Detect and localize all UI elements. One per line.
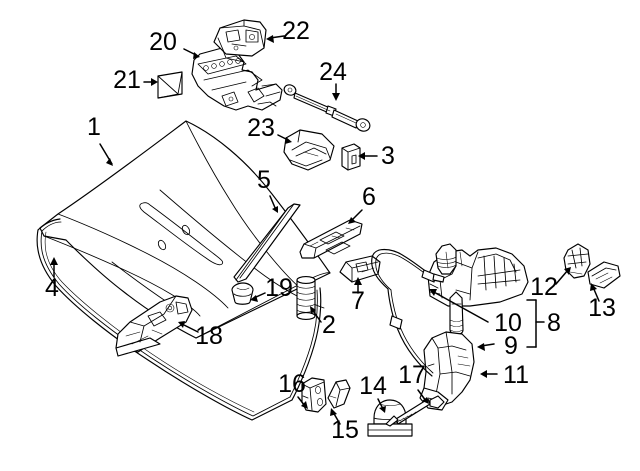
callout-number-10: 10 — [494, 309, 522, 337]
callout-number-23: 23 — [247, 114, 275, 142]
callout-number-14: 14 — [359, 372, 387, 400]
callout-number-4: 4 — [45, 274, 59, 302]
callout-number-11: 11 — [503, 361, 529, 389]
callout-number-1: 1 — [87, 113, 101, 141]
part-license-lamp-housing — [299, 219, 363, 259]
part-lock-striker-bracket — [339, 255, 381, 283]
part-gas-support-strut — [283, 84, 371, 132]
callout-number-22: 22 — [282, 17, 310, 45]
part-hinge-spacer-shim — [157, 71, 183, 99]
part-hinge-bolt-screw — [385, 395, 445, 427]
part-lock-release-cable — [371, 248, 445, 377]
callout-bracket-8 — [526, 299, 545, 348]
callout-number-18: 18 — [195, 322, 223, 350]
part-striker-cover-clip — [341, 143, 361, 171]
callout-number-15: 15 — [331, 416, 359, 444]
callout-number-21: 21 — [113, 66, 141, 94]
callout-number-13: 13 — [588, 294, 616, 322]
part-lock-cover-cap — [587, 261, 621, 289]
part-lock-cylinder-housing — [419, 331, 475, 411]
part-torsion-bar-hinge-left — [191, 47, 283, 111]
callout-number-2: 2 — [322, 311, 336, 339]
callout-leaders — [50, 35, 600, 425]
callout-number-8: 8 — [547, 309, 561, 337]
part-coil-spring — [296, 276, 316, 320]
callout-number-24: 24 — [319, 58, 347, 86]
callout-number-19: 19 — [265, 274, 293, 302]
callout-number-5: 5 — [257, 166, 271, 194]
part-hinge-arm-bracket — [283, 129, 335, 171]
callout-number-6: 6 — [362, 183, 376, 211]
part-hinge-reinforcement — [213, 19, 267, 57]
callout-number-7: 7 — [351, 287, 365, 315]
part-trunk-lid-hinge-arm — [115, 295, 193, 357]
callout-number-17: 17 — [398, 361, 426, 389]
part-trunk-lid-moulding — [233, 203, 301, 283]
callout-number-3: 3 — [381, 142, 395, 170]
part-trunk-weatherstrip-seal — [36, 218, 322, 421]
part-emergency-release-handle — [563, 243, 591, 279]
callout-numbers: 1 2 3 4 5 6 7 8 9 10 11 12 13 14 15 16 1… — [45, 17, 616, 444]
part-wedge-retainer-clip — [327, 379, 351, 409]
callout-number-16: 16 — [278, 370, 306, 398]
part-lock-actuator-plunger — [449, 291, 464, 336]
callout-number-12: 12 — [530, 273, 558, 301]
callout-number-9: 9 — [504, 332, 518, 360]
part-rubber-grommet-plug — [231, 282, 254, 305]
callout-number-20: 20 — [149, 28, 177, 56]
part-trunk-latch-motor — [427, 243, 529, 307]
